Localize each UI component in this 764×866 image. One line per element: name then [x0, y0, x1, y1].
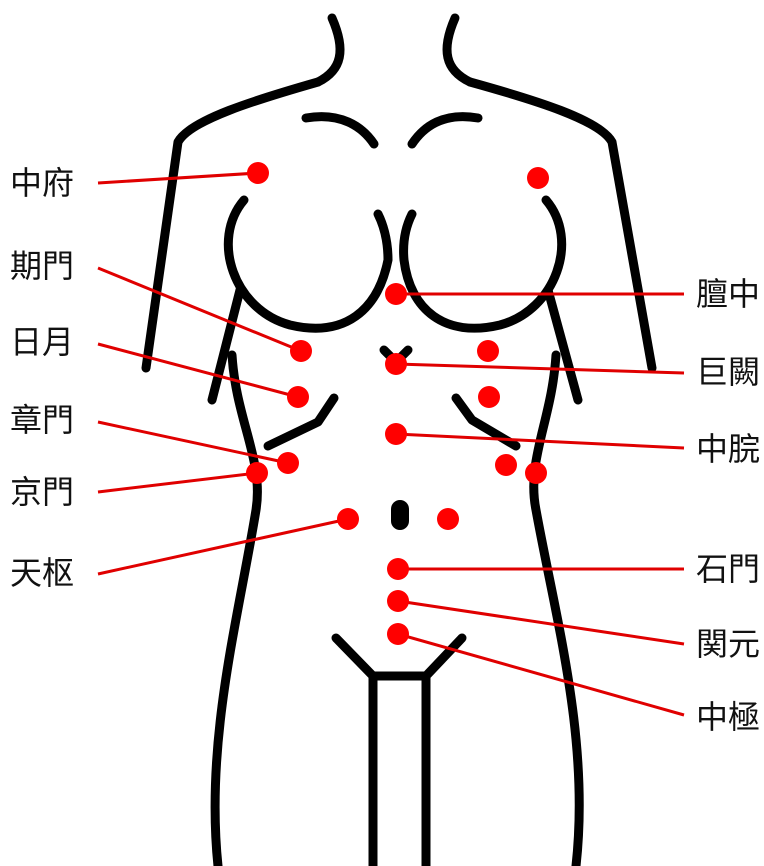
label-kimon: 期門	[10, 246, 74, 286]
label-chufu: 中府	[10, 163, 74, 203]
point-koketsu	[385, 353, 407, 375]
label-sekimon: 石門	[696, 549, 760, 589]
point-chufu-left	[247, 162, 269, 184]
label-koketsu: 巨闕	[696, 352, 760, 392]
label-shomon: 章門	[10, 400, 74, 440]
label-keimon: 京門	[10, 472, 74, 512]
label-jitsugetsu: 日月	[10, 322, 74, 362]
point-chufu-right	[527, 167, 549, 189]
navel-icon	[391, 500, 409, 530]
point-chukan	[385, 423, 407, 445]
point-keimon-left	[246, 462, 268, 484]
label-chukan: 中脘	[696, 429, 760, 469]
point-kimon-left	[290, 340, 312, 362]
label-chukyoku: 中極	[696, 697, 760, 737]
point-sekimon	[387, 558, 409, 580]
point-jitsugetsu-right	[478, 386, 500, 408]
point-chukyoku	[387, 623, 409, 645]
point-kangen	[387, 590, 409, 612]
point-danchu	[385, 283, 407, 305]
point-shomon-right	[495, 454, 517, 476]
point-keimon-right	[525, 462, 547, 484]
label-kangen: 関元	[696, 624, 760, 664]
point-tensu-right	[437, 508, 459, 530]
label-tensu: 天枢	[10, 553, 74, 593]
point-kimon-right	[477, 340, 499, 362]
point-shomon-left	[277, 452, 299, 474]
label-danchu: 膻中	[696, 274, 760, 314]
point-jitsugetsu-left	[287, 386, 309, 408]
point-tensu-left	[337, 508, 359, 530]
